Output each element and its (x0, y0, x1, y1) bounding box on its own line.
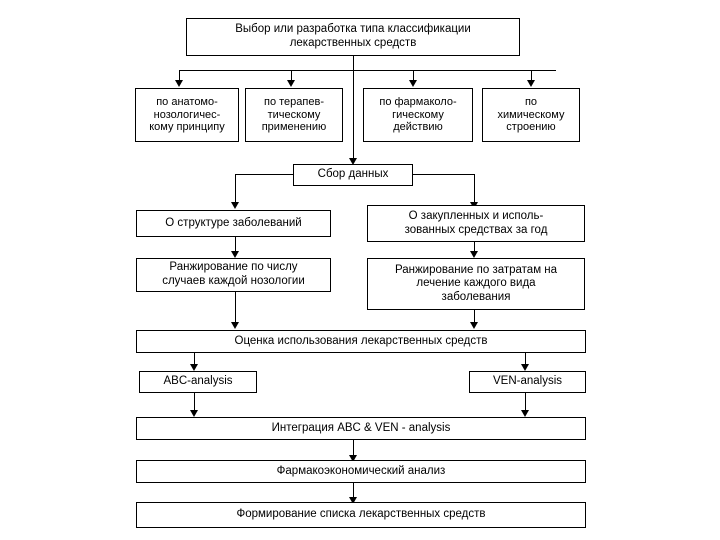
arrowhead-disease-structure (231, 202, 239, 209)
connector-class-bus (179, 70, 556, 71)
node-purchased-used: О закупленных и исполь- зованных средств… (367, 205, 585, 242)
arrowhead-data-collection (349, 158, 357, 165)
arrowhead-chemical (527, 80, 535, 87)
connector-eval-to-abc (194, 353, 195, 367)
connector-disease-to-rank (235, 237, 236, 254)
node-abc-analysis: ABC-analysis (139, 371, 257, 393)
connector-rank-costs-to-eval (474, 310, 475, 325)
node-drug-use-evaluation: Оценка использования лекарственных средс… (136, 330, 586, 353)
connector-root-to-collection (353, 70, 354, 160)
node-ven-analysis: VEN-analysis (469, 371, 586, 393)
node-class-chemical: по химическому строению (482, 88, 580, 142)
arrowhead-ven (521, 364, 529, 371)
node-root: Выбор или разработка типа классификации … (186, 18, 520, 56)
connector-root-stem (353, 56, 354, 70)
node-class-therapeutic: по терапев- тическому применению (245, 88, 343, 142)
connector-drop-pharmacological (413, 70, 414, 82)
connector-drop-anatomic (179, 70, 180, 82)
connector-collection-left (235, 174, 293, 175)
node-rank-by-cases: Ранжирование по числу случаев каждой ноз… (136, 258, 331, 292)
arrowhead-therapeutic (287, 80, 295, 87)
node-rank-by-costs: Ранжирование по затратам на лечение кажд… (367, 258, 585, 310)
connector-integration-to-pharmacoeconomic (353, 440, 354, 458)
arrowhead-eval-from-costs (470, 322, 478, 329)
connector-ven-to-integration (525, 393, 526, 413)
connector-abc-to-integration (194, 393, 195, 413)
connector-drop-chemical (531, 70, 532, 82)
arrowhead-anatomic (175, 80, 183, 87)
node-pharmacoeconomic: Фармакоэкономический анализ (136, 460, 586, 483)
connector-pharmacoeconomic-to-formulary (353, 483, 354, 500)
node-data-collection: Сбор данных (293, 164, 413, 186)
node-formulary-list: Формирование списка лекарственных средст… (136, 502, 586, 528)
node-class-anatomic: по анатомо- нозологичес- кому принципу (135, 88, 239, 142)
node-class-pharmacological: по фармаколо- гическому действию (363, 88, 473, 142)
connector-drop-therapeutic (291, 70, 292, 82)
arrowhead-pharmacoeconomic (349, 455, 357, 462)
arrowhead-formulary (349, 497, 357, 504)
connector-rank-cases-to-eval (235, 292, 236, 325)
connector-eval-to-ven (525, 353, 526, 367)
arrowhead-eval-from-cases (231, 322, 239, 329)
connector-collection-right (413, 174, 475, 175)
connector-collection-left-drop (235, 174, 236, 204)
node-disease-structure: О структуре заболеваний (136, 210, 331, 237)
arrowhead-rank-costs (470, 251, 478, 258)
arrowhead-integration-from-abc (190, 410, 198, 417)
arrowhead-rank-cases (231, 251, 239, 258)
arrowhead-abc (190, 364, 198, 371)
arrowhead-pharmacological (409, 80, 417, 87)
connector-purchased-to-rank (474, 242, 475, 256)
arrowhead-integration-from-ven (521, 410, 529, 417)
node-integration: Интеграция ABC & VEN - analysis (136, 417, 586, 440)
connector-collection-right-drop (474, 174, 475, 204)
